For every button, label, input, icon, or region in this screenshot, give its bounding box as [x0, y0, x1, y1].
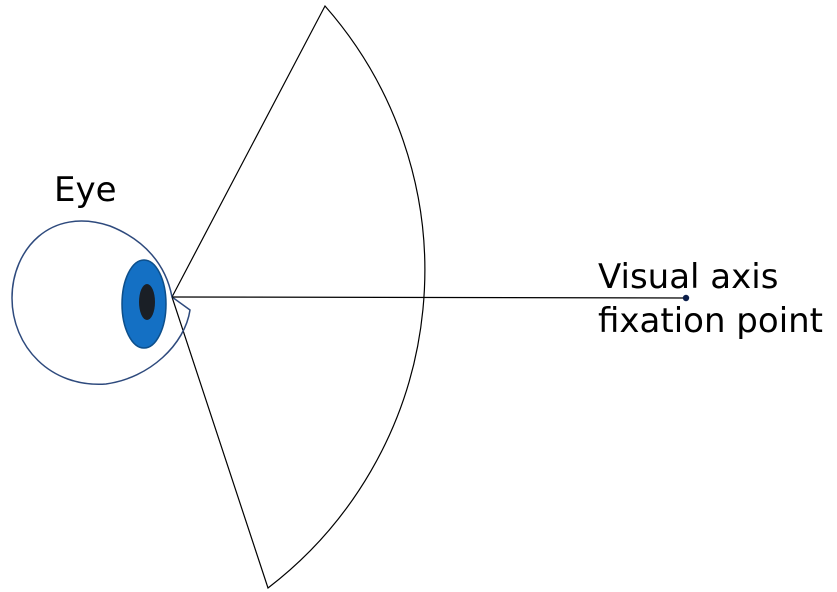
visual-axis-label-line2: fixation point	[598, 299, 823, 343]
visual-axis-label: Visual axis fixation point	[598, 255, 823, 343]
eye-label: Eye	[54, 168, 117, 212]
pupil	[139, 284, 155, 320]
visual-axis-label-line1: Visual axis	[598, 255, 823, 299]
